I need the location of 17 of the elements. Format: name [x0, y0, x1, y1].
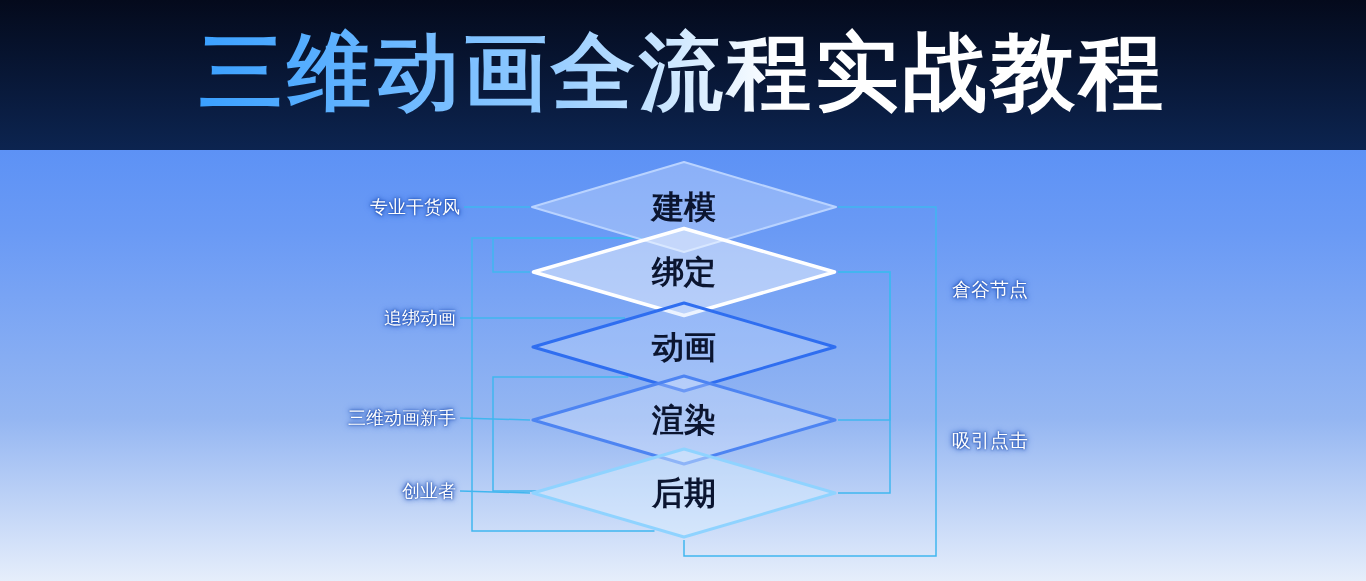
stage-label: 建模: [649, 187, 717, 227]
stage-label: 渲染: [651, 400, 717, 440]
connector-line: [459, 490, 531, 494]
audience-label: 专业干货风: [370, 195, 460, 219]
layer-diamond: [530, 446, 838, 540]
audience-label: 追绑动画: [384, 306, 456, 330]
connector-line: [837, 271, 891, 494]
side-note: 吸引点击: [952, 428, 1028, 452]
connector-line: [683, 206, 937, 557]
stage-label: 后期: [651, 473, 717, 513]
audience-label: 创业者: [402, 479, 456, 503]
connector-line: [492, 237, 633, 273]
audience-label: 三维动画新手: [348, 406, 456, 430]
stage-label: 动画: [650, 327, 717, 367]
connector-line: [471, 237, 656, 532]
side-note: 倉谷节点: [952, 277, 1028, 301]
stage-label: 绑定: [650, 252, 717, 292]
